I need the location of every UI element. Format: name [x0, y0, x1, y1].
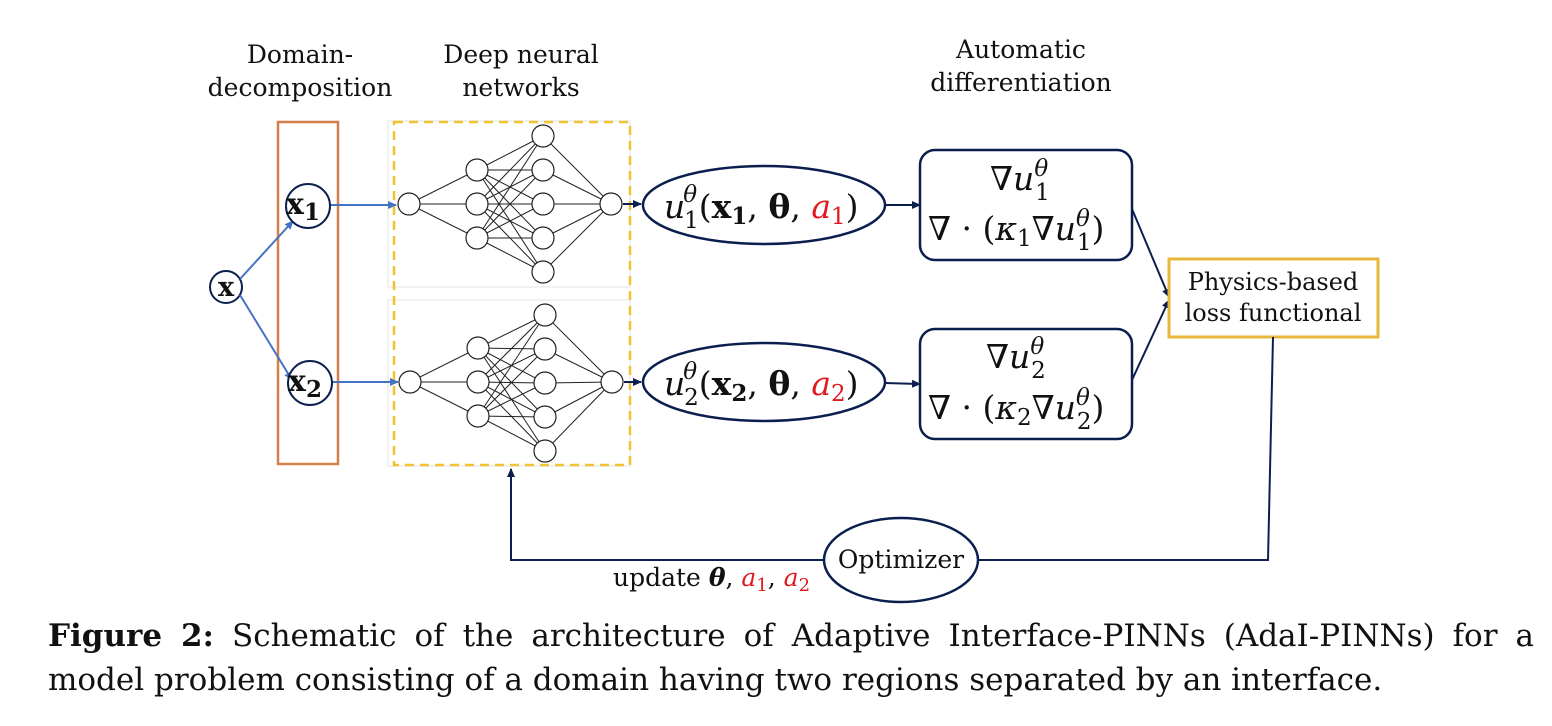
dnn-dashed-box	[392, 120, 632, 467]
figure-caption-label: Figure 2:	[48, 618, 214, 654]
loss-functional-box	[1167, 257, 1380, 339]
arrow-x-to-x1	[239, 220, 294, 280]
optimizer-label: Optimizer	[838, 545, 964, 574]
derivatives-box-2	[918, 327, 1134, 441]
subdomain-x1-node	[285, 183, 331, 229]
subdomain-x2-node	[287, 360, 333, 406]
header-autodiff-line1: Automatic	[955, 35, 1086, 64]
derivatives-1-gradient: ∇∇uuθ1	[990, 156, 1050, 206]
loss-functional-line1: Physics-based	[1188, 268, 1359, 296]
output-u2-ellipse	[641, 341, 887, 423]
subdomain-x2-label: x2	[288, 364, 322, 403]
domain-decomposition-box	[276, 120, 340, 466]
arrow-x-to-x2	[239, 294, 293, 381]
derivatives-box-1	[918, 148, 1134, 262]
arrow-optimizer-to-dnn	[507, 468, 825, 561]
dnn-box-bottom-shade	[387, 299, 631, 467]
subdomain-x1-label: x1	[286, 187, 320, 226]
arrow-derivatives1-to-loss	[1131, 208, 1170, 298]
header-domain-decomposition-line1: Domain-	[247, 40, 353, 69]
arrow-output2-to-derivatives2	[884, 379, 921, 388]
header-dnn-line2: networks	[462, 73, 579, 102]
header-dnn-line1: Deep neural	[443, 40, 598, 69]
arrow-derivatives2-to-loss	[1131, 299, 1170, 381]
neural-network-1	[397, 124, 623, 284]
figure-caption: Figure 2: Schematic of the architecture …	[48, 614, 1534, 702]
header-domain-decomposition-line2: decomposition	[208, 73, 393, 102]
architecture-diagram: Domain- decomposition Deep neural networ…	[208, 35, 1380, 604]
update-parameters-label: update θ, a1, a2	[613, 563, 810, 596]
neural-network-2	[398, 303, 624, 463]
input-x-label: x	[218, 272, 235, 303]
figure-caption-text: Schematic of the architecture of Adaptiv…	[48, 618, 1534, 698]
arrow-loss-to-optimizer	[978, 336, 1274, 561]
input-x-node	[209, 270, 243, 304]
header-autodiff-line2: differentiation	[930, 68, 1112, 97]
loss-functional-line2: loss functional	[1185, 299, 1362, 327]
optimizer-ellipse	[822, 516, 980, 604]
